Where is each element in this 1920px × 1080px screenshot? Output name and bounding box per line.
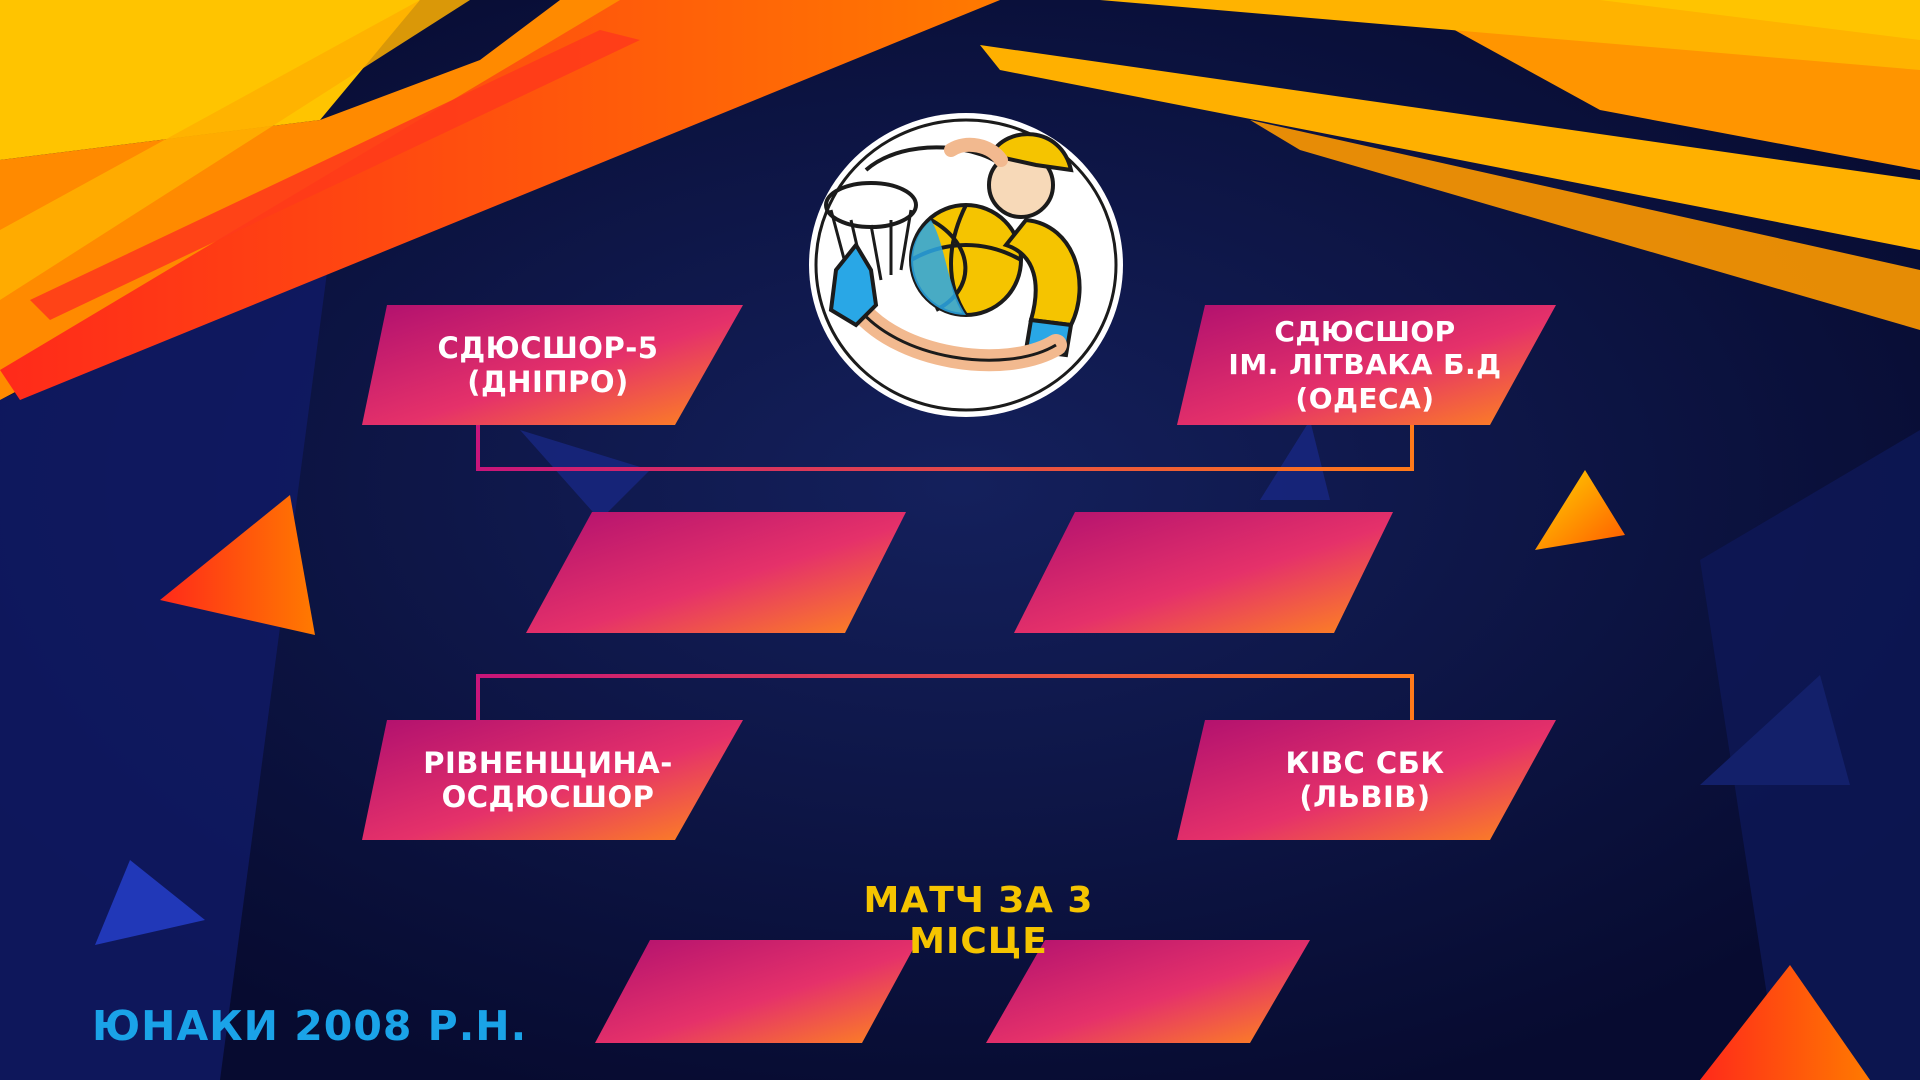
team-name: СДЮСШОР-5	[437, 330, 659, 365]
team-city: (ЛЬВІВ)	[1299, 780, 1431, 814]
basketball-player-logo-icon	[809, 113, 1123, 417]
third-place-title: МАТЧ ЗА 3 МІСЦЕ	[863, 880, 1094, 962]
team-city: (ОДЕСА)	[1295, 381, 1435, 415]
team-name: КІВС СБК	[1285, 745, 1445, 780]
team-box-top-left: СДЮСШОР-5 (ДНІПРО)	[392, 305, 704, 425]
bracket-boxes	[362, 305, 1556, 1043]
team-name: СДЮСШОР	[1274, 315, 1456, 349]
team-name-line2: ОСДЮСШОР	[441, 780, 655, 814]
team-box-bottom-right: КІВС СБК (ЛЬВІВ)	[1205, 720, 1525, 840]
team-name-line2: ІМ. ЛІТВАКА Б.Д	[1228, 348, 1502, 382]
category-label: ЮНАКИ 2008 Р.Н.	[92, 1002, 528, 1050]
team-city: (ДНІПРО)	[467, 365, 629, 399]
team-box-top-right: СДЮСШОР ІМ. ЛІТВАКА Б.Д (ОДЕСА)	[1205, 305, 1525, 425]
team-name: РІВНЕНЩИНА-	[423, 745, 673, 780]
team-box-bottom-left: РІВНЕНЩИНА- ОСДЮСШОР	[392, 720, 704, 840]
